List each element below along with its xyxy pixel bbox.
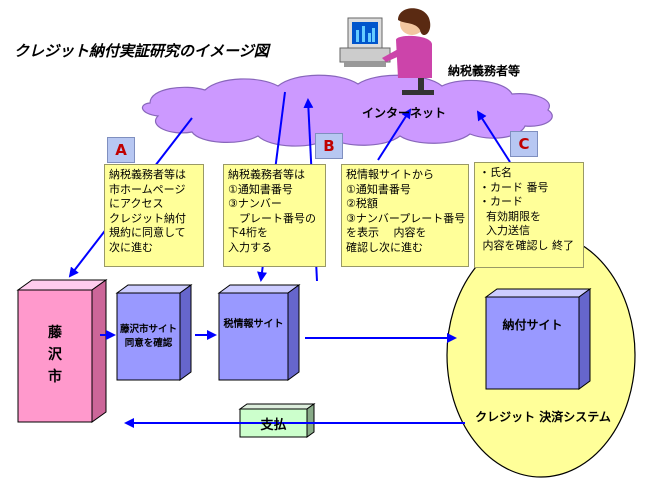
payment-label: 支払 — [260, 418, 287, 433]
step-a-badge: A — [107, 137, 135, 163]
step-c-badge: C — [510, 131, 538, 157]
tax-info-site-box — [217, 284, 301, 381]
payment-site-box — [484, 288, 592, 390]
fujisawa-city-box — [16, 279, 108, 423]
internet-label: インターネット — [362, 106, 447, 120]
city-site-box — [115, 284, 193, 381]
step-b-badge: B — [315, 133, 343, 159]
fujisawa-city-label: 藤 沢 市 — [48, 325, 62, 385]
arrow-cloud-to-note-c — [476, 110, 511, 163]
payment-site-label: 納付サイト — [502, 318, 563, 332]
arrow-note-to-cloud — [377, 108, 412, 161]
person-at-computer-icon — [339, 8, 434, 95]
city-site-label: 藤沢市サイト 同意を確認 — [119, 324, 177, 349]
internet-cloud — [141, 74, 553, 147]
credit-system-label: クレジット 決済システム — [475, 410, 611, 424]
step-b-note: 納税義務者等は ①通知書番号 ③ナンバー プレート番号の 下4桁を 入力する — [223, 164, 326, 267]
step-c-note: ・氏名 ・カード 番号 ・カード 有効期限を 入力送信 内容を確認し 終了 — [474, 162, 584, 268]
taxpayer-label: 納税義務者等 — [448, 64, 521, 78]
step-b2-note: 税情報サイトから ①通知書番号 ②税額 ③ナンバープレート番号 を表示 内容を … — [341, 164, 469, 267]
page-title: クレジット納付実証研究のイメージ図 — [14, 42, 269, 60]
step-a-note: 納税義務者等は 市ホームページ にアクセス クレジット納付 規約に同意して 次に… — [104, 164, 204, 267]
tax-info-site-label: 税情報サイト — [223, 319, 284, 330]
